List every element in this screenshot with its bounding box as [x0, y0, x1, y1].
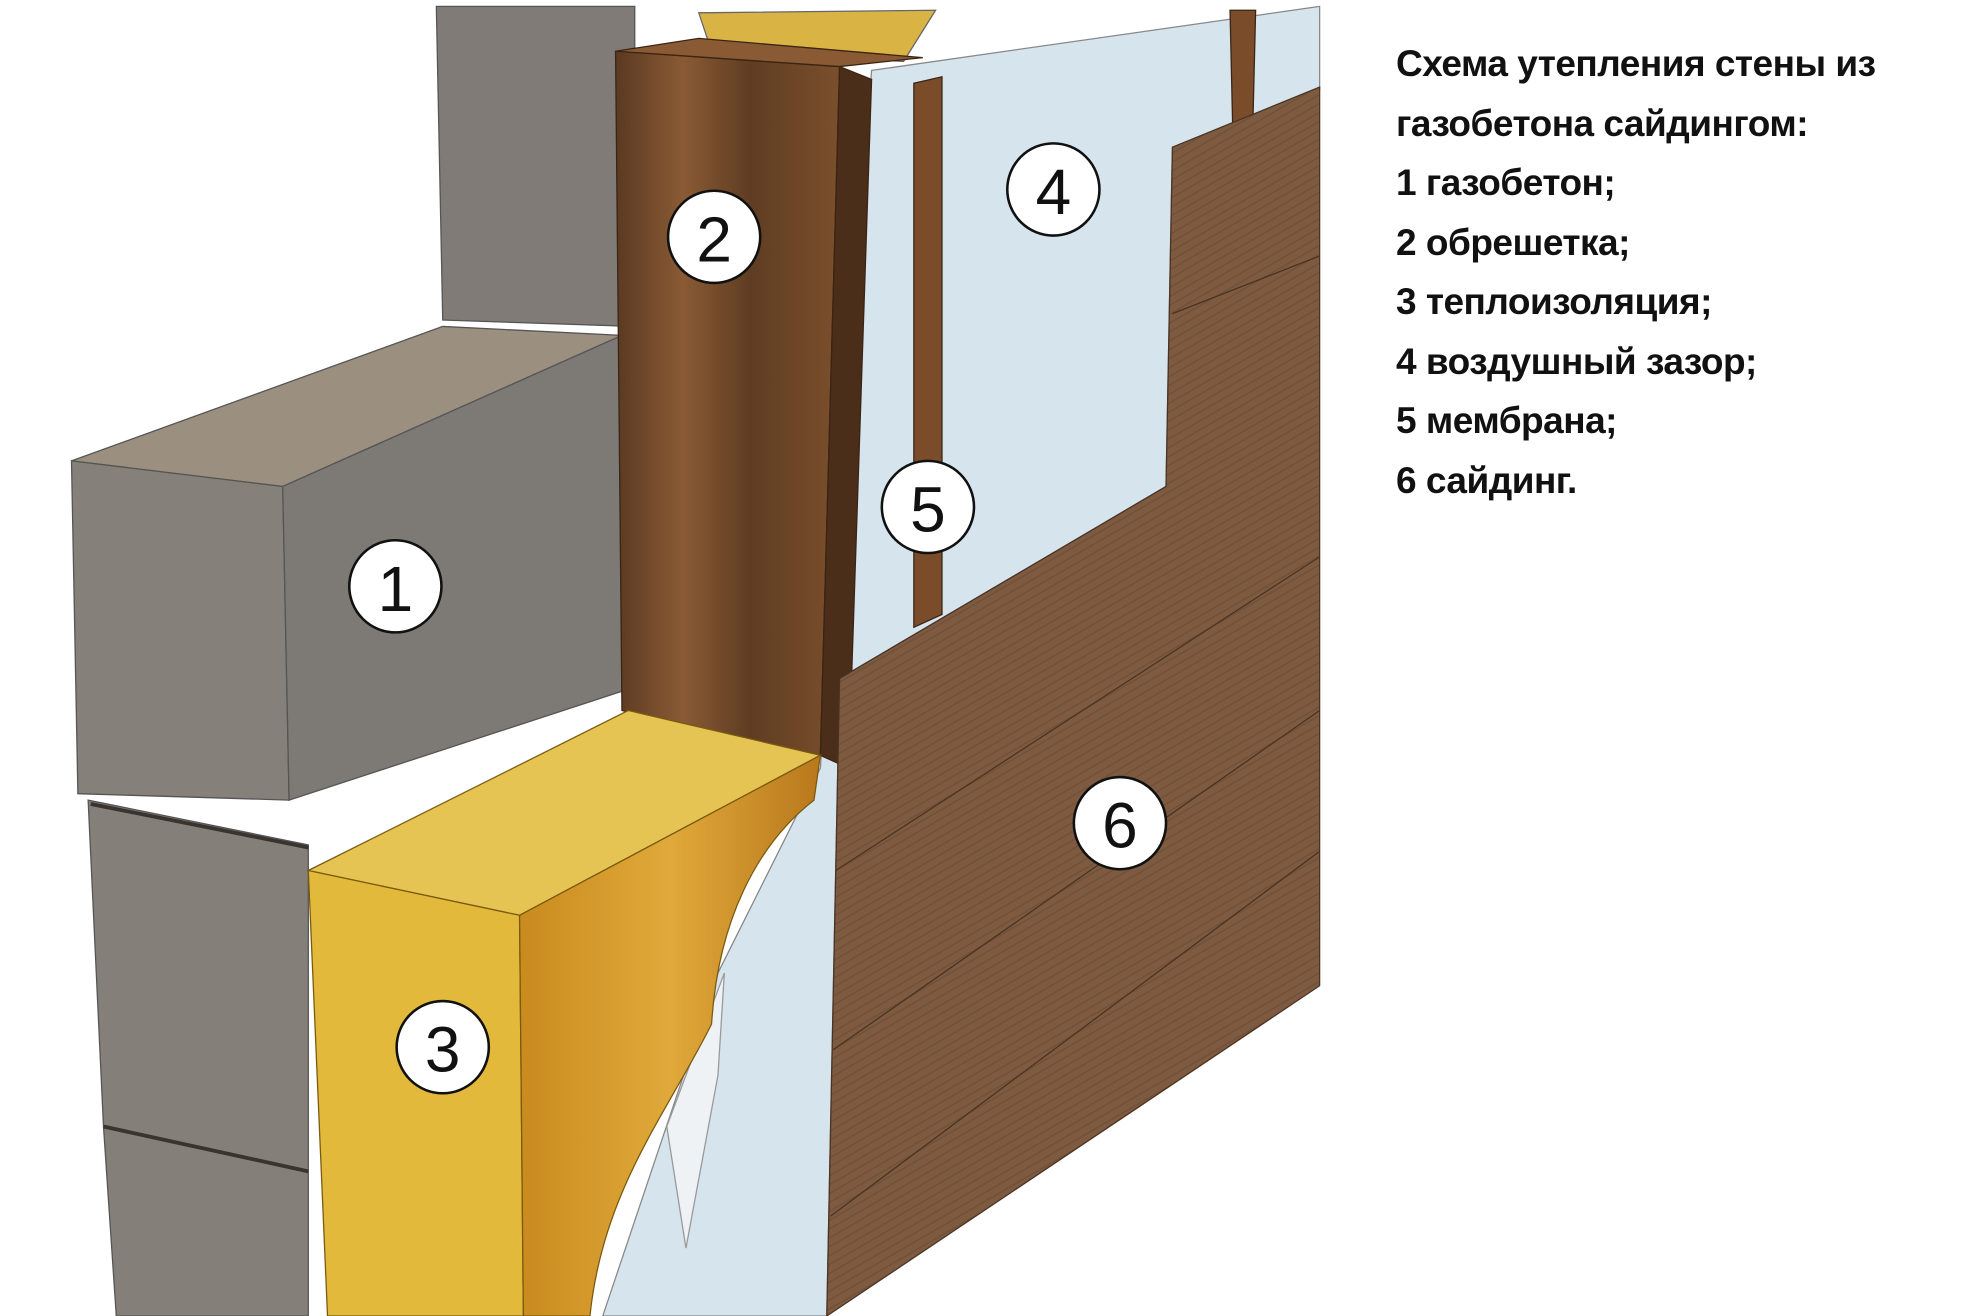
- thermal-insulation: [306, 709, 823, 1316]
- legend-item-3: 3 теплоизоляция;: [1396, 281, 1712, 322]
- svg-text:3: 3: [425, 1014, 461, 1086]
- svg-text:6: 6: [1102, 790, 1138, 862]
- legend-item-6: 6 сайдинг.: [1396, 459, 1577, 501]
- callout-2: 2: [666, 189, 762, 285]
- legend: Схема утепления стены из газобетона сайд…: [1396, 34, 1876, 510]
- legend-item-5: 5 мембрана;: [1396, 400, 1617, 441]
- callout-3: 3: [395, 999, 491, 1095]
- legend-item-4: 4 воздушный зазор;: [1396, 340, 1757, 382]
- svg-text:4: 4: [1036, 156, 1072, 228]
- aerated-concrete-blocks: [70, 5, 636, 1316]
- svg-text:2: 2: [696, 203, 732, 275]
- legend-item-1: 1 газобетон;: [1396, 162, 1616, 203]
- legend-title-line-2: газобетона сайдингом:: [1396, 102, 1809, 144]
- legend-item-2: 2 обрешетка;: [1396, 221, 1630, 263]
- callout-6: 6: [1072, 775, 1168, 871]
- svg-text:1: 1: [378, 553, 414, 625]
- legend-title-line-1: Схема утепления стены из: [1396, 43, 1876, 84]
- siding: [826, 86, 1321, 1316]
- callout-5: 5: [880, 459, 976, 555]
- callout-4: 4: [1006, 142, 1101, 237]
- callout-1: 1: [348, 538, 443, 634]
- svg-text:5: 5: [910, 474, 946, 546]
